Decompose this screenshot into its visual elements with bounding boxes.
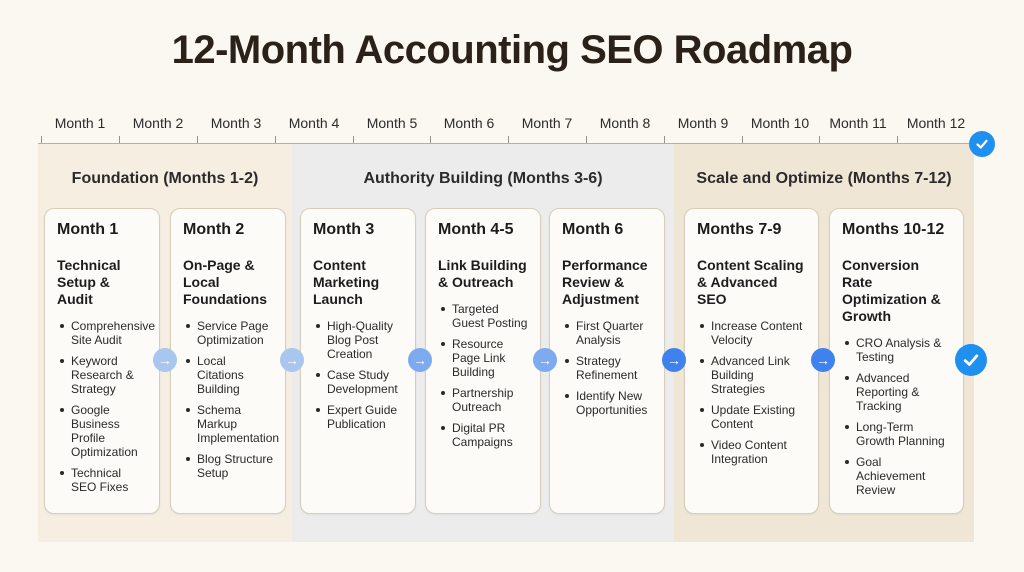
phase-title: Scale and Optimize (Months 7-12) [696, 170, 952, 187]
card-task-list: Comprehensive Site Audit Keyword Researc… [57, 319, 156, 494]
arrow-right-icon: → [662, 348, 686, 372]
arrow-right-icon: → [153, 348, 177, 372]
timeline-month-1: Month 1 [54, 115, 106, 131]
timeline-month-3: Month 3 [210, 115, 262, 131]
timeline-tick [508, 136, 509, 144]
card-task-item: Schema Markup Implementation [186, 403, 280, 445]
timeline-tick [742, 136, 743, 144]
card-heading: Performance Review & Adjustment [562, 257, 648, 307]
timeline: Month 1 Month 2 Month 3 Month 4 Month 5 … [38, 110, 973, 144]
timeline-month-11: Month 11 [829, 115, 887, 131]
card-month-label: Month 1 [57, 221, 119, 238]
card-heading: Content Marketing Launch [313, 257, 380, 307]
card-task-item: Video Content Integration [700, 438, 808, 466]
card-task-list: Service Page Optimization Local Citation… [183, 319, 280, 480]
card-heading: Technical Setup & Audit [57, 257, 121, 307]
roadmap-card-month-2: Month 2 On-Page & Local Foundations Serv… [170, 208, 286, 514]
card-task-item: High-Quality Blog Post Creation [316, 319, 405, 361]
timeline-month-7: Month 7 [521, 115, 573, 131]
card-task-item: Blog Structure Setup [186, 452, 274, 480]
timeline-month-2: Month 2 [132, 115, 184, 131]
card-task-item: Case Study Development [316, 368, 405, 396]
card-task-item: Local Citations Building [186, 354, 275, 396]
card-task-item: Comprehensive Site Audit [60, 319, 156, 347]
card-task-item: Update Existing Content [700, 403, 808, 431]
arrow-right-icon: → [280, 348, 304, 372]
timeline-tick [119, 136, 120, 144]
card-task-item: Google Business Profile Optimization [60, 403, 149, 459]
card-month-label: Month 3 [313, 221, 375, 238]
card-task-item: Strategy Refinement [565, 354, 654, 382]
timeline-end-checkmark-icon [969, 131, 995, 157]
card-task-item: Identify New Opportunities [565, 389, 654, 417]
arrow-right-icon: → [811, 348, 835, 372]
card-task-list: Increase Content Velocity Advanced Link … [697, 319, 808, 466]
card-task-item: Expert Guide Publication [316, 403, 405, 431]
timeline-axis-line [38, 143, 974, 144]
card-task-item: Digital PR Campaigns [441, 421, 530, 449]
timeline-tick [664, 136, 665, 144]
timeline-month-6: Month 6 [443, 115, 495, 131]
card-task-item: Advanced Reporting & Tracking [845, 371, 953, 413]
timeline-tick [353, 136, 354, 144]
timeline-tick [586, 136, 587, 144]
timeline-tick [430, 136, 431, 144]
roadmap-card-month-1: Month 1 Technical Setup & Audit Comprehe… [44, 208, 160, 514]
timeline-month-9: Month 9 [677, 115, 729, 131]
card-task-list: CRO Analysis & Testing Advanced Reportin… [842, 336, 953, 497]
card-task-item: Goal Achievement Review [845, 455, 953, 497]
phase-title: Foundation (Months 1-2) [71, 170, 259, 187]
arrow-right-icon: → [533, 348, 557, 372]
card-task-item: Service Page Optimization [186, 319, 275, 347]
card-month-label: Months 7-9 [697, 221, 782, 238]
card-month-label: Month 2 [183, 221, 245, 238]
card-month-label: Month 6 [562, 221, 624, 238]
timeline-tick [897, 136, 898, 144]
card-month-label: Months 10-12 [842, 221, 945, 238]
page-title: 12-Month Accounting SEO Roadmap [171, 28, 853, 72]
card-task-item: Technical SEO Fixes [60, 466, 149, 494]
goal-checkmark-icon [955, 344, 987, 376]
card-task-item: Keyword Research & Strategy [60, 354, 149, 396]
card-task-item: Resource Page Link Building [441, 337, 530, 379]
roadmap-card-month-3: Month 3 Content Marketing Launch High-Qu… [300, 208, 416, 514]
timeline-month-5: Month 5 [366, 115, 418, 131]
card-task-item: Targeted Guest Posting [441, 302, 530, 330]
card-task-item: Long-Term Growth Planning [845, 420, 953, 448]
timeline-month-12: Month 12 [906, 115, 966, 131]
card-heading: Link Building & Outreach [438, 257, 527, 290]
card-task-item: Advanced Link Building Strategies [700, 354, 808, 396]
roadmap-card-month-4-5: Month 4-5 Link Building & Outreach Targe… [425, 208, 541, 514]
card-task-item: Partnership Outreach [441, 386, 530, 414]
timeline-month-10: Month 10 [750, 115, 810, 131]
roadmap-card-months-7-9: Months 7-9 Content Scaling & Advanced SE… [684, 208, 819, 514]
card-task-list: High-Quality Blog Post Creation Case Stu… [313, 319, 405, 431]
card-month-label: Month 4-5 [438, 221, 514, 238]
card-task-item: CRO Analysis & Testing [845, 336, 953, 364]
card-heading: On-Page & Local Foundations [183, 257, 267, 307]
card-heading: Conversion Rate Optimization & Growth [842, 257, 941, 324]
phase-title: Authority Building (Months 3-6) [363, 170, 603, 187]
card-task-list: Targeted Guest Posting Resource Page Lin… [438, 302, 530, 449]
timeline-tick [819, 136, 820, 144]
card-task-item: Increase Content Velocity [700, 319, 808, 347]
roadmap-card-months-10-12: Months 10-12 Conversion Rate Optimizatio… [829, 208, 964, 514]
card-heading: Content Scaling & Advanced SEO [697, 257, 804, 307]
card-task-item: First Quarter Analysis [565, 319, 654, 347]
timeline-tick [41, 136, 42, 144]
timeline-tick [197, 136, 198, 144]
roadmap-card-month-6: Month 6 Performance Review & Adjustment … [549, 208, 665, 514]
timeline-month-4: Month 4 [288, 115, 340, 131]
card-task-list: First Quarter Analysis Strategy Refineme… [562, 319, 654, 417]
arrow-right-icon: → [408, 348, 432, 372]
timeline-month-8: Month 8 [599, 115, 651, 131]
timeline-tick [275, 136, 276, 144]
